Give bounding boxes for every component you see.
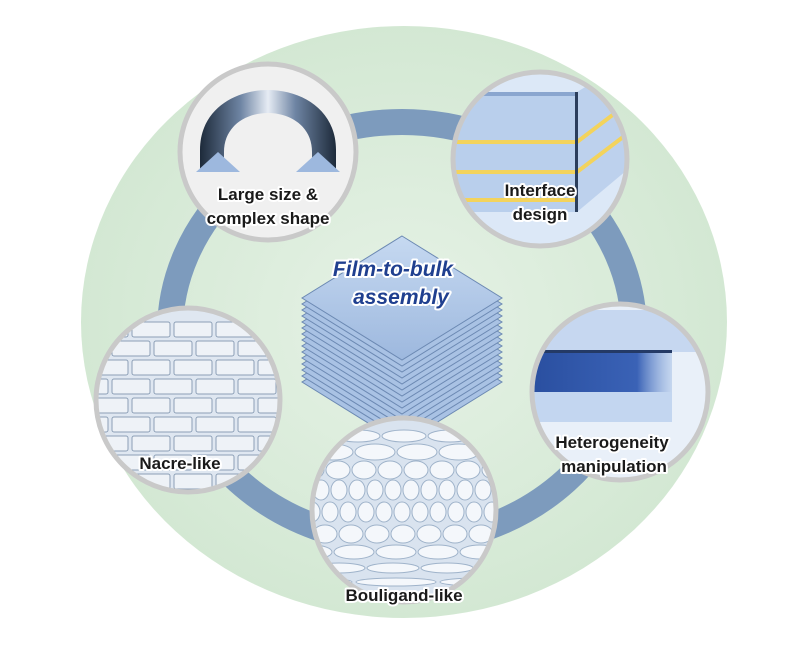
nacre-platelet [132, 398, 170, 413]
fiber-ellipse [358, 502, 374, 522]
fiber-ellipse [430, 502, 446, 522]
fiber-ellipse [349, 480, 365, 500]
fiber-ellipse [397, 444, 437, 460]
fiber-ellipse [376, 502, 392, 522]
nacre-platelet [154, 417, 192, 432]
dense-layer-block [532, 352, 672, 392]
fiber-ellipse [376, 545, 416, 559]
nacre-platelet [216, 398, 254, 413]
fiber-ellipse [322, 502, 338, 522]
nacre-platelet [112, 379, 150, 394]
nacre-platelet [238, 379, 276, 394]
fiber-ellipse [365, 525, 389, 543]
fiber-ellipse [326, 461, 350, 479]
fiber-ellipse [394, 502, 410, 522]
fiber-ellipse [417, 525, 441, 543]
fiber-ellipse [403, 480, 419, 500]
nacre-platelet [154, 379, 192, 394]
nacre-platelet [196, 341, 234, 356]
fiber-ellipse [340, 502, 356, 522]
nacre-platelet [174, 474, 212, 489]
fiber-ellipse [404, 461, 428, 479]
nacre-platelet [132, 360, 170, 375]
interface-layer-yellow [453, 170, 577, 174]
node-heterogeneity [532, 304, 708, 480]
fiber-ellipse [439, 480, 455, 500]
center-title-line2: assembly [353, 286, 450, 309]
node-nacre-label: Nacre-like [139, 454, 220, 473]
fiber-ellipse [421, 563, 473, 573]
fiber-ellipse [466, 502, 482, 522]
node-heterogeneity-label-line2: manipulation [561, 457, 667, 476]
nacre-platelet [90, 474, 128, 489]
fiber-ellipse [391, 525, 415, 543]
node-large-size-label-line2: complex shape [207, 209, 330, 228]
nacre-platelet [238, 417, 276, 432]
fiber-ellipse [367, 563, 419, 573]
fiber-ellipse [448, 502, 464, 522]
nacre-platelet [174, 360, 212, 375]
node-bouligand-label: Bouligand-like [345, 586, 462, 605]
fiber-ellipse [385, 480, 401, 500]
nacre-platelet [112, 417, 150, 432]
nacre-platelet [154, 341, 192, 356]
interface-layer-yellow [453, 140, 577, 144]
fiber-ellipse [457, 480, 473, 500]
fiber-ellipse [430, 461, 454, 479]
nacre-platelet [174, 322, 212, 337]
nacre-platelet [174, 398, 212, 413]
fiber-ellipse [378, 461, 402, 479]
fiber-ellipse [382, 430, 426, 442]
node-interface-label-line1: Interface [505, 181, 576, 200]
fiber-ellipse [475, 480, 491, 500]
nacre-platelet [196, 379, 234, 394]
nacre-platelet [174, 436, 212, 451]
node-large-size-label-line1: Large size & [218, 185, 318, 204]
nacre-platelet [132, 436, 170, 451]
fiber-ellipse [339, 525, 363, 543]
nacre-platelet [70, 455, 108, 470]
fiber-ellipse [331, 480, 347, 500]
fiber-ellipse [418, 545, 458, 559]
node-interface-label-line2: design [513, 205, 568, 224]
nacre-platelet [216, 436, 254, 451]
nacre-platelet [216, 360, 254, 375]
nacre-platelet [196, 417, 234, 432]
fiber-ellipse [334, 545, 374, 559]
fiber-ellipse [443, 525, 467, 543]
fiber-ellipse [412, 502, 428, 522]
fiber-ellipse [456, 461, 480, 479]
fiber-ellipse [356, 578, 436, 586]
fiber-ellipse [355, 444, 395, 460]
fiber-ellipse [367, 480, 383, 500]
center-title-line1: Film-to-bulk [333, 258, 454, 281]
node-heterogeneity-label-line1: Heterogeneity [555, 433, 669, 452]
fiber-ellipse [421, 480, 437, 500]
fiber-ellipse [352, 461, 376, 479]
